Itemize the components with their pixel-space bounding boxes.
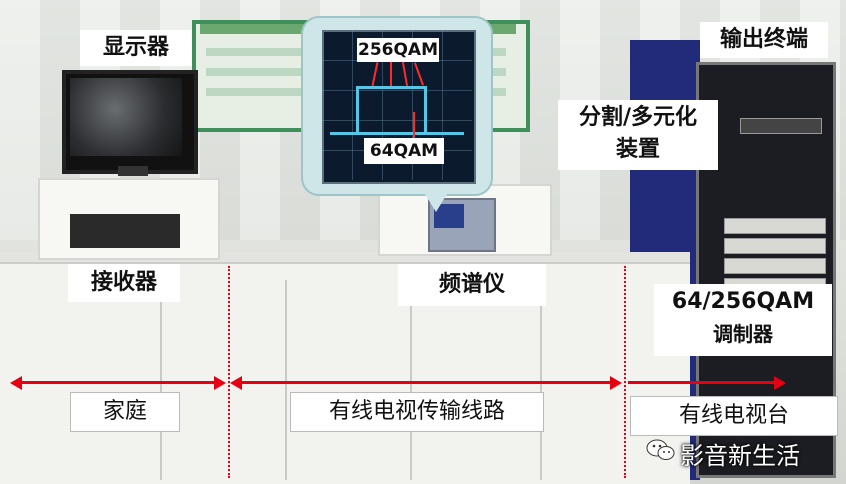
cabinet-seam bbox=[285, 280, 287, 480]
label-split-line2: 装置 bbox=[615, 137, 660, 162]
zone-home: 家庭 bbox=[70, 392, 180, 432]
label-output-terminal: 输出终端 bbox=[700, 22, 828, 58]
spectrum-trace-edge bbox=[424, 86, 427, 134]
cabinet-seam bbox=[540, 280, 542, 480]
arrow-right-head bbox=[610, 376, 622, 390]
grid-line bbox=[352, 30, 353, 180]
label-modulator-line1: 64/256QAM bbox=[671, 289, 815, 314]
tv-screen bbox=[70, 78, 182, 156]
tv-stand bbox=[118, 166, 148, 176]
arrow-cable-line bbox=[240, 381, 614, 384]
label-64qam: 64QAM bbox=[364, 138, 444, 164]
pointer-line bbox=[390, 62, 392, 86]
grid-line bbox=[412, 30, 413, 180]
label-modulator-line2: 调制器 bbox=[713, 322, 773, 346]
zone-station: 有线电视台 bbox=[630, 396, 838, 436]
arrow-right-head bbox=[774, 376, 786, 390]
rack-unit bbox=[740, 118, 822, 134]
arrow-home bbox=[20, 381, 220, 384]
grid-line bbox=[382, 30, 383, 180]
rack-unit bbox=[724, 218, 826, 234]
label-modulator: 64/256QAM 调制器 bbox=[654, 284, 832, 356]
label-split-line1: 分割/多元化 bbox=[578, 105, 698, 130]
arrow-right-head bbox=[214, 376, 226, 390]
spectrum-trace-floor bbox=[330, 132, 464, 135]
zone-divider-right bbox=[624, 266, 626, 478]
callout-tail bbox=[420, 186, 452, 212]
label-analyzer: 频谱仪 bbox=[398, 264, 546, 306]
arrow-station bbox=[628, 381, 776, 384]
spectrum-trace-top bbox=[356, 86, 426, 89]
arrow-left-head bbox=[230, 376, 242, 390]
label-receiver: 接收器 bbox=[68, 264, 180, 302]
wechat-icon bbox=[646, 439, 675, 460]
label-split-device: 分割/多元化 装置 bbox=[558, 100, 718, 170]
arrow-left-head bbox=[10, 376, 22, 390]
label-256qam: 256QAM bbox=[357, 38, 439, 62]
rack-unit bbox=[724, 258, 826, 274]
spectrum-trace-edge bbox=[356, 86, 359, 134]
pointer-line bbox=[413, 112, 415, 138]
receiver-box bbox=[70, 214, 180, 248]
grid-line bbox=[442, 30, 443, 180]
cabinet-seam bbox=[160, 280, 162, 480]
rack-unit bbox=[724, 238, 826, 254]
zone-divider-left bbox=[228, 266, 230, 478]
grid-line bbox=[322, 90, 472, 91]
label-display: 显示器 bbox=[80, 30, 192, 66]
zone-cable-line: 有线电视传输线路 bbox=[290, 392, 544, 432]
watermark-text: 影音新生活 bbox=[680, 442, 800, 470]
cabinet-seam bbox=[410, 280, 412, 480]
grid-line bbox=[322, 120, 472, 121]
